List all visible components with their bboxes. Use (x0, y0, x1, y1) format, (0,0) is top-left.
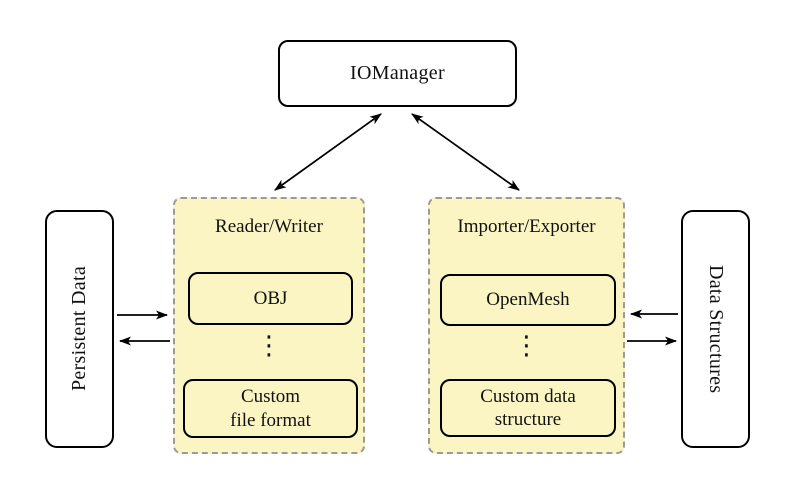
group-importer-exporter-title: Importer/Exporter (457, 216, 596, 237)
arrow-iomanager-importerexporter (411, 113, 520, 191)
group-importer-exporter: Importer/Exporter OpenMesh ⋮ Custom data… (428, 197, 625, 454)
node-persistent-data: Persistent Data (45, 210, 114, 448)
node-data-structures: Data Structures (681, 210, 750, 448)
iomanager-label: IOManager (350, 62, 445, 84)
node-openmesh: OpenMesh (440, 274, 616, 326)
obj-label: OBJ (253, 287, 288, 309)
custom-data-structure-label: Custom data structure (480, 385, 576, 430)
group-reader-writer-title: Reader/Writer (215, 216, 323, 237)
arrow-iomanager-readerwriter (274, 113, 382, 191)
persistent-data-label: Persistent Data (68, 266, 90, 392)
data-structures-label: Data Structures (705, 264, 727, 394)
node-custom-file-format: Custom file format (183, 379, 358, 438)
node-custom-data-structure: Custom data structure (440, 379, 616, 437)
node-obj: OBJ (188, 272, 353, 325)
openmesh-label: OpenMesh (486, 289, 570, 311)
group-reader-writer: Reader/Writer OBJ ⋮ Custom file format (173, 197, 365, 454)
custom-file-format-label: Custom file format (230, 386, 311, 431)
vertical-ellipsis-icon: ⋮ (513, 331, 540, 361)
vertical-ellipsis-icon: ⋮ (256, 331, 282, 361)
node-iomanager: IOManager (278, 40, 517, 107)
